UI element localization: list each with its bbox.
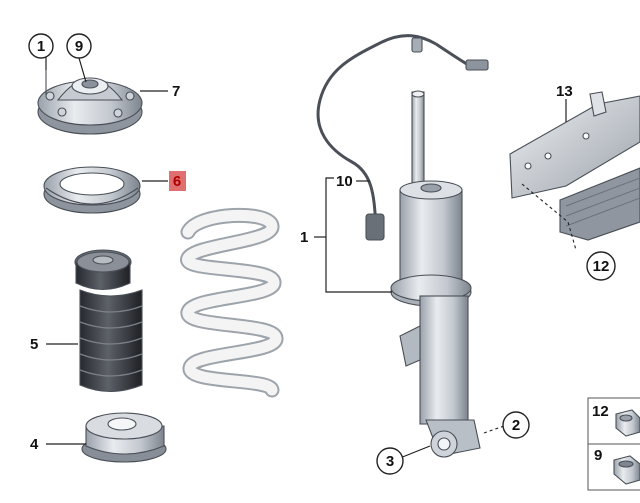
callout-8-label: 1 (37, 38, 45, 55)
callout-3-label: 3 (386, 453, 394, 470)
coil-spring-part (180, 207, 284, 398)
hardware-thumbnails (587, 397, 640, 491)
bracket-part (509, 91, 640, 241)
callout-10-label: 10 (336, 173, 353, 190)
callout-9-label: 9 (75, 38, 83, 55)
shock-absorber-part (316, 34, 489, 458)
callout-8: 1 (28, 33, 54, 59)
callout-6: 6 (169, 171, 186, 191)
bearing-ring-part (43, 166, 141, 214)
lower-spring-seat-part (81, 412, 167, 463)
callout-4-label: 4 (30, 436, 39, 453)
leader-lines (45, 57, 577, 459)
callout-6-label: 6 (173, 173, 181, 190)
callout-1-label: 1 (300, 229, 308, 246)
callout-12-label: 12 (593, 258, 610, 275)
bump-stop-boot-part (74, 249, 143, 392)
callout-3: 3 (376, 447, 404, 475)
callout-2-label: 2 (512, 417, 520, 434)
callout-2: 2 (502, 411, 530, 439)
callout-9: 9 (66, 33, 92, 59)
callout-5-label: 5 (30, 336, 38, 353)
callout-12: 12 (586, 251, 616, 281)
thumbnail-9-label: 9 (594, 447, 602, 464)
thumbnail-12-label: 12 (592, 403, 609, 420)
callout-13-label: 13 (556, 83, 573, 100)
top-mount-part (37, 70, 143, 135)
callout-7-label: 7 (172, 83, 180, 100)
